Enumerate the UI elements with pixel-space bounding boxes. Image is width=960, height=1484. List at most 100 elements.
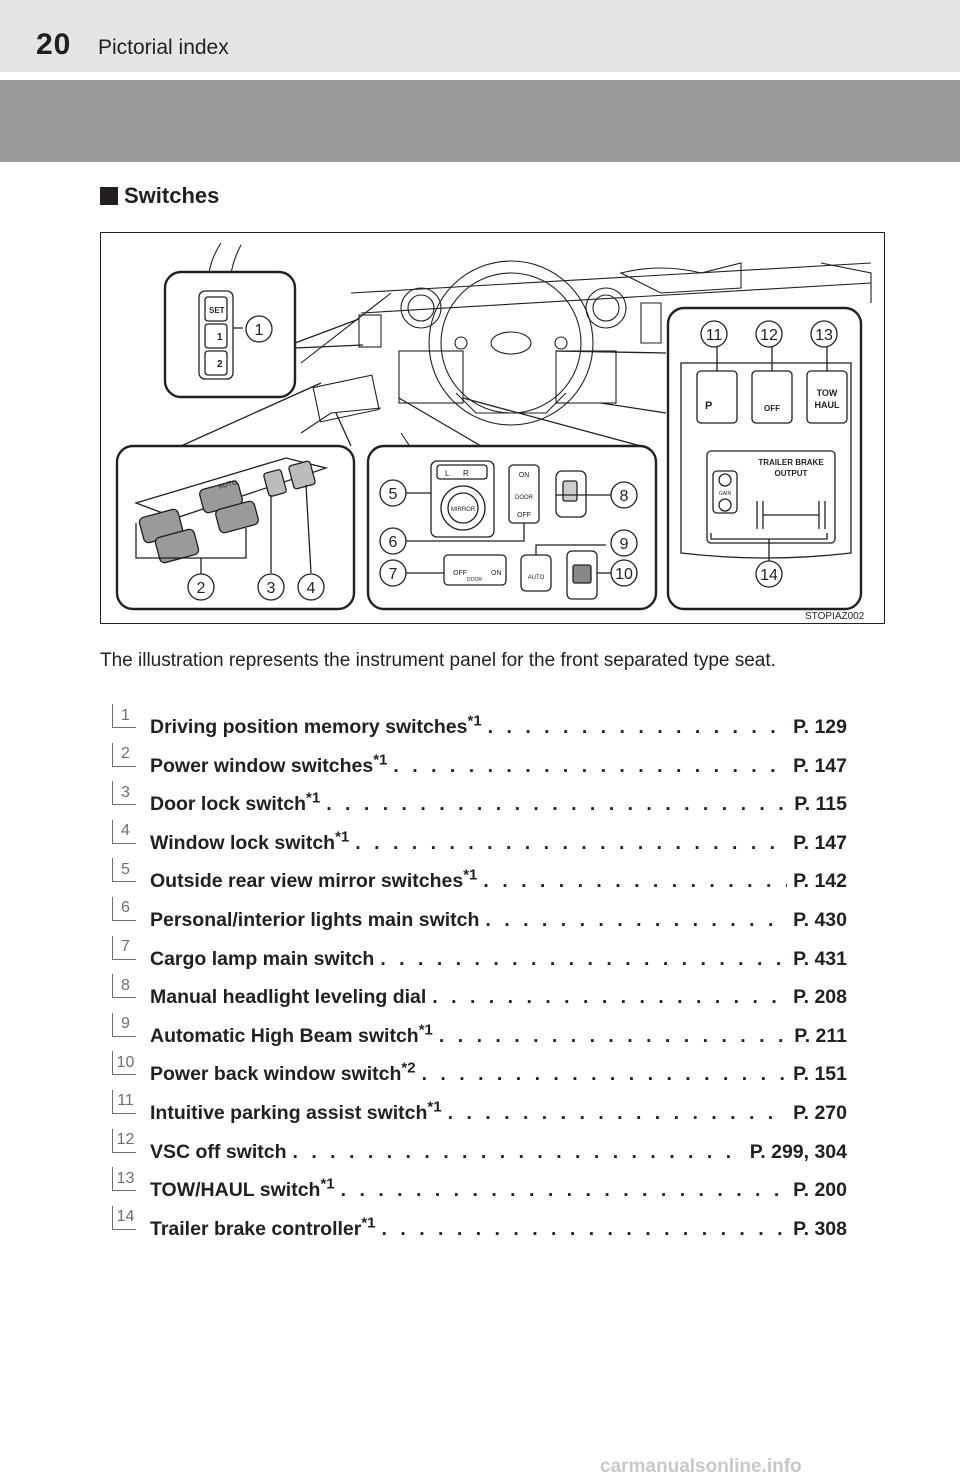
power-window-inset: AUTO 2 3 4	[115, 444, 356, 611]
index-number: 2	[112, 742, 136, 767]
switches-illustration: SET 1 2 1 AUTO 2 3 4 L R MIRRO	[100, 232, 885, 624]
index-number: 1	[112, 704, 136, 728]
callout-9: 9	[620, 536, 629, 553]
window-auto-label: AUTO	[218, 479, 239, 491]
tow-label: TOW	[817, 388, 838, 398]
page-reference[interactable]: P. 308	[793, 1217, 847, 1240]
mirror-r-label: R	[463, 469, 469, 478]
memory-1-label: 1	[217, 332, 223, 343]
footnote-mark: *1	[361, 1214, 376, 1232]
index-item: 13 TOW/HAUL switch*1 P. 200	[112, 1167, 847, 1214]
index-label-text: VSC off switch	[150, 1140, 287, 1163]
index-number: 14	[112, 1205, 136, 1230]
callout-7: 7	[389, 566, 398, 583]
index-label: TOW/HAUL switch*1	[150, 1175, 335, 1202]
index-label-text: Door lock switch	[150, 793, 307, 816]
light-door-label: DOOR	[515, 495, 534, 501]
dot-leader	[483, 866, 787, 893]
illustration-caption: The illustration represents the instrume…	[100, 650, 776, 671]
index-label: Trailer brake controller*1	[150, 1214, 376, 1241]
dot-leader	[326, 789, 788, 816]
index-number: 13	[112, 1167, 136, 1192]
center-console-inset: P OFF TOW HAUL 11 12 13 TRAILER BRAKE OU…	[666, 306, 863, 611]
callout-10: 10	[615, 566, 633, 583]
index-label: Personal/interior lights main switch	[150, 905, 479, 932]
page-reference[interactable]: P. 129	[793, 716, 847, 738]
index-item: 12 VSC off switch P. 299, 304	[112, 1128, 847, 1176]
illustration-code: STOPIAZ002	[805, 611, 865, 622]
watermark: carmanualsonline.info	[600, 1456, 802, 1477]
dot-leader	[355, 828, 787, 855]
footnote-mark: *1	[335, 828, 350, 846]
index-label: Manual headlight leveling dial	[150, 982, 426, 1009]
index-label-text: Driving position memory switches	[150, 716, 468, 738]
index-label: Intuitive parking assist switch*1	[150, 1098, 442, 1125]
footnote-mark: *1	[320, 1175, 335, 1193]
index-label: Outside rear view mirror switches*1	[150, 866, 477, 893]
trailer-brake-label: TRAILER BRAKE	[758, 458, 824, 467]
page-header: 20 Pictorial index	[0, 0, 960, 72]
page-reference[interactable]: P. 270	[793, 1101, 847, 1124]
footnote-mark: *2	[401, 1059, 416, 1077]
page-reference[interactable]: P. 147	[793, 831, 847, 854]
index-label-text: Trailer brake controller	[150, 1217, 362, 1240]
cargo-off-label: OFF	[453, 570, 467, 577]
index-number: 9	[112, 1012, 136, 1037]
page-reference[interactable]: P. 208	[793, 986, 847, 1009]
gain-label: GAIN	[719, 491, 732, 497]
dot-leader	[488, 712, 787, 739]
page-reference[interactable]: P. 142	[793, 870, 847, 893]
callout-11: 11	[706, 327, 723, 344]
index-label-text: Cargo lamp main switch	[150, 947, 375, 970]
callout-13: 13	[815, 327, 833, 344]
header-band	[0, 80, 960, 162]
page-reference[interactable]: P. 299, 304	[749, 1140, 847, 1163]
index-label: Door lock switch*1	[150, 789, 320, 816]
index-label: VSC off switch	[150, 1137, 287, 1164]
page-reference[interactable]: P. 211	[794, 1024, 847, 1047]
footnote-mark: *1	[306, 789, 321, 807]
vsc-off-label: OFF	[764, 404, 780, 413]
callout-4: 4	[307, 580, 316, 597]
dot-leader	[293, 1137, 744, 1164]
index-label: Driving position memory switches*1	[150, 712, 482, 739]
mirror-label: MIRROR	[451, 507, 476, 513]
index-number: 12	[112, 1128, 136, 1153]
page-reference[interactable]: P. 430	[793, 908, 847, 931]
running-title: Pictorial index	[98, 36, 229, 59]
page-reference[interactable]: P. 147	[793, 754, 847, 777]
index-item: 7 Cargo lamp main switch P. 431	[112, 935, 847, 983]
mirror-lamp-inset: L R MIRROR ON DOOR OFF 8 5 6 OFF DOOR ON…	[366, 444, 658, 611]
footnote-mark: *1	[373, 751, 388, 769]
callout-1: 1	[255, 322, 264, 339]
index-label-text: TOW/HAUL switch	[150, 1179, 321, 1202]
dot-leader	[485, 905, 787, 932]
index-number: 3	[112, 781, 136, 806]
index-number: 7	[112, 935, 136, 960]
page-reference[interactable]: P. 151	[793, 1063, 847, 1086]
callout-3: 3	[267, 580, 276, 597]
footnote-mark: *1	[467, 712, 482, 730]
light-on-label: ON	[519, 472, 530, 479]
page-reference[interactable]: P. 431	[793, 947, 847, 970]
page-reference[interactable]: P. 115	[794, 793, 847, 816]
index-label-text: Personal/interior lights main switch	[150, 908, 480, 931]
footnote-mark: *1	[427, 1098, 442, 1116]
index-item: 14 Trailer brake controller*1 P. 308	[112, 1205, 847, 1253]
callout-8: 8	[620, 488, 629, 505]
index-label-text: Outside rear view mirror switches	[150, 870, 464, 893]
index-label-text: Manual headlight leveling dial	[150, 986, 427, 1009]
output-label: OUTPUT	[775, 469, 808, 478]
callout-14: 14	[760, 567, 778, 584]
index-label-text: Automatic High Beam switch	[150, 1024, 419, 1047]
dot-leader	[341, 1175, 787, 1202]
page-reference[interactable]: P. 200	[793, 1179, 847, 1202]
dot-leader	[448, 1098, 788, 1125]
index-number: 5	[112, 858, 136, 883]
cargo-on-label: ON	[491, 570, 502, 577]
footnote-mark: *1	[418, 1021, 433, 1039]
set-label: SET	[209, 306, 225, 315]
